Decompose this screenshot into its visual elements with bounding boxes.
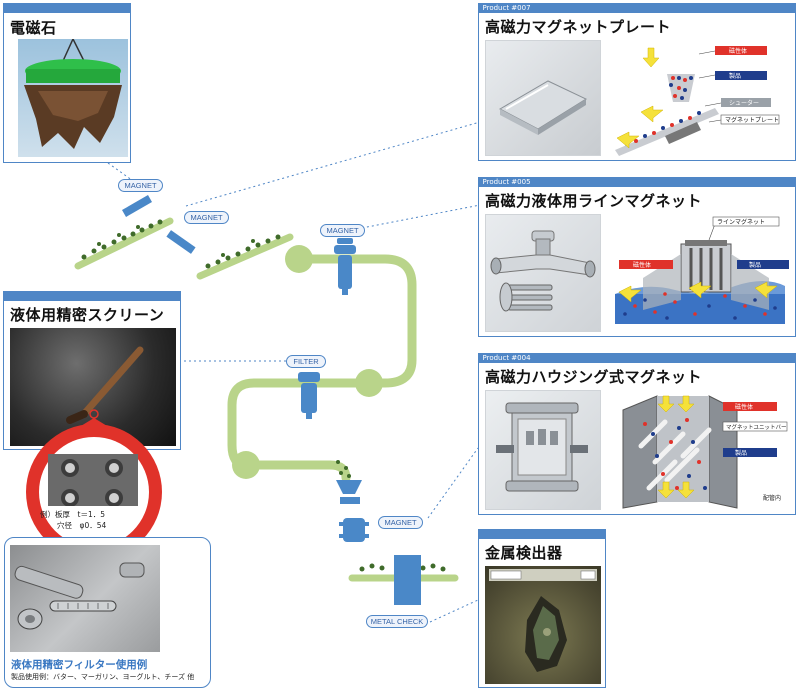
conveyor-2 [196,233,294,280]
housing-label-magnetic: 磁性体 [735,403,753,411]
tag-magnet-4: MAGNET [378,516,423,529]
connector-housing [427,447,479,519]
tag-metal-check: METAL CHECK [366,615,428,628]
plate-label-magnet-plate: マグネットプレート [725,116,779,124]
metal-detector-photo [485,566,601,684]
housing-label-inside-pipe: 配管内 [763,494,781,502]
product-code: Product #005 [477,176,796,187]
line-label-product: 製品 [749,261,761,269]
housing-magnet-photo [485,390,601,510]
magnet-plate-title: 高磁力マグネットプレート [485,18,672,36]
filter-device [298,372,320,419]
pipe-upper [294,254,417,388]
electromagnet-title: 電磁石 [10,19,57,37]
line-magnet-device [334,238,356,295]
card-header-bar [477,528,606,539]
card-header-bar [2,290,181,301]
tag-magnet-2: MAGNET [184,211,229,224]
filter-example-photo [10,545,160,652]
connector-line [361,204,481,229]
conveyor-1 [74,217,174,270]
magnet-plate-photo [485,40,601,156]
plate-label-magnetic: 磁性体 [729,47,747,55]
tag-magnet-1: MAGNET [118,179,163,192]
tag-filter: FILTER [286,355,326,368]
plate-label-product: 製品 [729,72,741,80]
connector-electromagnet [107,162,137,184]
product-code: Product #004 [477,352,796,363]
screen-spec-hole: 穴径 φ0．54 [57,521,107,530]
housing-label-product: 製品 [735,449,747,457]
line-magnet-diagram: ラインマグネット 磁性体 製品 [615,216,789,324]
product-code: Product #007 [477,2,796,13]
metal-detector-title: 金属検出器 [485,544,563,562]
line-magnet-title: 高磁力液体用ラインマグネット [485,192,703,210]
connector-plate [185,121,481,207]
plate-label-shooter: シューター [729,99,759,107]
line-magnet-photo [485,214,601,332]
magnet-plate-diagram: 磁性体 製品 シューター マグネットプレート [615,46,780,156]
card-header-bar [2,2,131,13]
filter-example-card: 液体用精密フィルター使用例 製品使用例：バター、マーガリン、ヨーグルト、チーズ … [4,537,211,688]
housing-magnet-card: Product #004 高磁力ハウジング式マグネット 磁性体 [477,352,796,515]
pipe-joint-3 [232,451,260,479]
screen-closeup-photo [48,454,138,506]
filter-example-title: 液体用精密フィルター使用例 [11,659,148,671]
precision-screen-card: 液体用精密スクリーン [2,290,181,450]
metal-detector-device [394,555,421,605]
line-label-line-magnet: ラインマグネット [717,218,765,226]
magnet-bar-2 [166,230,196,254]
electromagnet-photo [18,39,128,157]
housing-magnet-title: 高磁力ハウジング式マグネット [485,368,703,386]
connector-metal [429,599,479,623]
magnet-plate-card: Product #007 高磁力マグネットプレート 磁性体 製品 シューター マ… [477,2,796,161]
housing-magnet-device [336,480,369,542]
magnet-bar-1 [122,195,152,217]
screen-spec-thickness: 例）板厚 t＝1．5 [40,510,105,519]
tag-magnet-3: MAGNET [320,224,365,237]
filter-example-caption: 製品使用例：バター、マーガリン、ヨーグルト、チーズ 他 [11,673,195,681]
precision-screen-photo [10,328,176,446]
line-magnet-card: Product #005 高磁力液体用ラインマグネット ラインマグネット [477,176,796,337]
housing-magnet-diagram: 磁性体 マグネットユニットバー 製品 配管内 [622,395,788,509]
metal-detector-card: 金属検出器 [477,528,606,688]
electromagnet-card: 電磁石 [2,2,131,163]
precision-screen-title: 液体用精密スクリーン [10,306,165,324]
pipe-joint-1 [285,245,313,273]
pipe-joint-2 [355,369,383,397]
line-label-magnetic: 磁性体 [633,261,651,269]
housing-label-unit-bar: マグネットユニットバー [726,423,787,431]
